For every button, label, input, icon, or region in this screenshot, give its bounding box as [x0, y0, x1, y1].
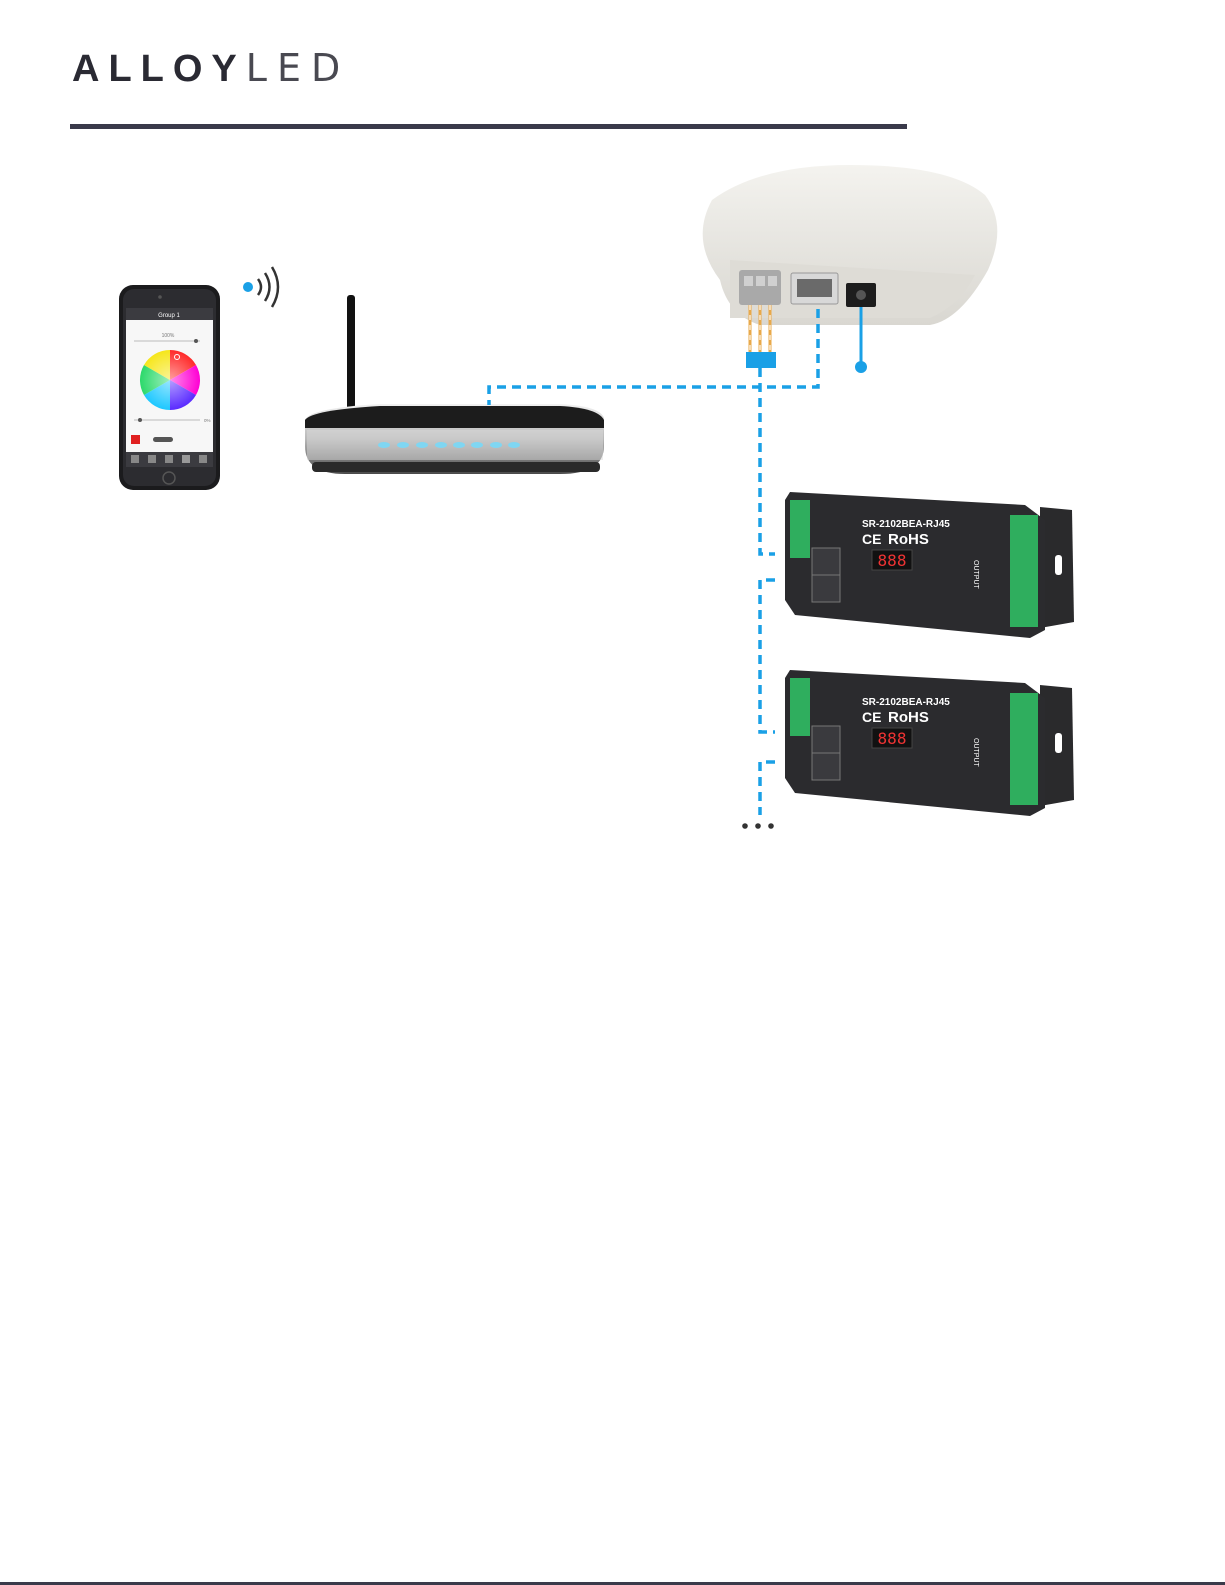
decoder-2: SR-2102BEA-RJ45 CE RoHS 888 OUTPUT	[785, 670, 1074, 816]
decoder-1-display: 888	[878, 551, 907, 570]
decoder-1-certification: RoHS	[888, 531, 929, 548]
smartphone: Group 1 100% 0%	[119, 285, 220, 490]
hub-terminal-block	[739, 270, 781, 305]
network-cabling	[489, 309, 818, 815]
decoder-2-certification: RoHS	[888, 709, 929, 726]
continuation-dots	[742, 823, 774, 829]
phone-screen-title: Group 1	[158, 313, 180, 319]
decoder-1-input-terminal	[790, 500, 810, 558]
power-cable-end	[855, 361, 867, 373]
decoder-1-output-label: OUTPUT	[972, 560, 979, 590]
decoder-2-input-terminal	[790, 678, 810, 736]
decoder-1-model: SR-2102BEA-RJ45	[862, 519, 950, 530]
color-wheel	[140, 350, 200, 410]
decoder-2-output-terminal	[1010, 693, 1038, 805]
wifi-signal-icon	[243, 267, 278, 307]
hub-connector	[746, 352, 776, 368]
phone-brightness-value: 100%	[162, 333, 175, 339]
decoder-1: SR-2102BEA-RJ45 CE RoHS 888 OUTPUT	[785, 492, 1074, 638]
wifi-gateway-hub	[703, 165, 998, 373]
wifi-router	[305, 295, 604, 474]
phone-slider-value: 0%	[204, 418, 211, 423]
decoder-2-model: SR-2102BEA-RJ45	[862, 697, 950, 708]
decoder-2-display: 888	[878, 729, 907, 748]
decoder-2-output-label: OUTPUT	[972, 738, 979, 768]
decoder-1-output-terminal	[1010, 515, 1038, 627]
decoder-1-ce-mark: CE	[862, 531, 881, 547]
decoder-2-ce-mark: CE	[862, 709, 881, 725]
